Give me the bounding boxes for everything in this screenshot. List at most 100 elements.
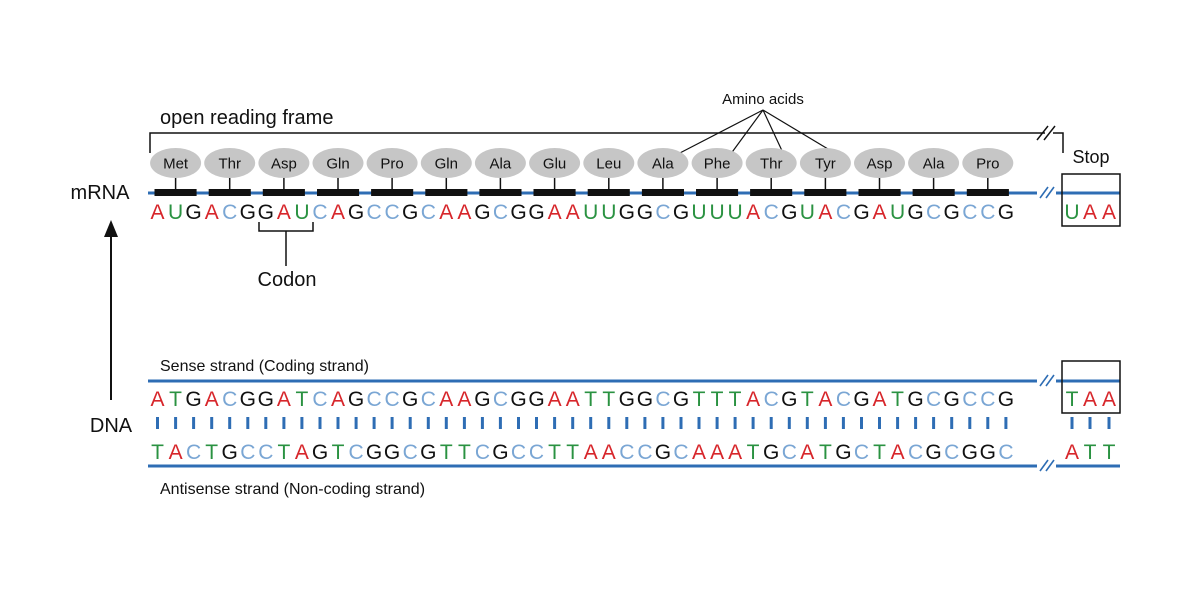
- sense-base: A: [548, 388, 562, 411]
- antisense-strand-label: Antisense strand (Non-coding strand): [160, 481, 425, 498]
- mrna-base: U: [168, 201, 183, 224]
- antisense-base: G: [312, 441, 328, 464]
- sense-base: C: [926, 388, 941, 411]
- antisense-base: G: [222, 441, 238, 464]
- amino-acid-ellipse: [691, 148, 743, 178]
- antisense-base: G: [492, 441, 508, 464]
- antisense-base: A: [710, 441, 724, 464]
- amino-acid-label: Glu: [543, 156, 566, 173]
- sense-base: C: [421, 388, 436, 411]
- amino-acid-label: Ala: [652, 156, 674, 173]
- sense-base: A: [331, 388, 345, 411]
- stop-label: Stop: [1072, 147, 1109, 167]
- mrna-base: G: [402, 201, 418, 224]
- mrna-base: G: [474, 201, 490, 224]
- codon-bar: [696, 189, 739, 196]
- mrna-base: G: [944, 201, 960, 224]
- codon-bar: [533, 189, 576, 196]
- antisense-base: G: [420, 441, 436, 464]
- antisense-base: C: [782, 441, 797, 464]
- antisense-base: T: [458, 441, 471, 464]
- mrna-break-mark: [1039, 186, 1055, 199]
- mrna-base: C: [222, 201, 237, 224]
- sense-base: C: [655, 388, 670, 411]
- sense-base: G: [907, 388, 923, 411]
- sense-base: A: [457, 388, 471, 411]
- antisense-base: T: [566, 441, 579, 464]
- arrow-head-icon: [104, 220, 118, 237]
- sense-base: A: [439, 388, 453, 411]
- orf-label: open reading frame: [160, 107, 333, 129]
- antisense-base: T: [205, 441, 218, 464]
- amino-acid-label: Gln: [435, 156, 458, 173]
- antisense-base: G: [962, 441, 978, 464]
- codon-bracket: [258, 222, 314, 266]
- mrna-base: C: [312, 201, 327, 224]
- sense-base: C: [980, 388, 995, 411]
- mrna-label: mRNA: [71, 182, 131, 204]
- antisense-base: A: [728, 441, 742, 464]
- amino-acid-label: Thr: [218, 156, 241, 173]
- sense-base: T: [693, 388, 706, 411]
- sense-base: T: [295, 388, 308, 411]
- antisense-base: C: [529, 441, 544, 464]
- dna-label: DNA: [90, 415, 133, 437]
- mrna-base: G: [240, 201, 256, 224]
- mrna-base: A: [566, 201, 580, 224]
- amino-acid-ellipse: [420, 148, 472, 178]
- antisense-base: C: [637, 441, 652, 464]
- mrna-base: U: [710, 201, 725, 224]
- stop-codon-box: [1061, 173, 1121, 227]
- sense-base: A: [205, 388, 219, 411]
- antisense-base: G: [835, 441, 851, 464]
- antisense-base: T: [747, 441, 760, 464]
- amino-acid-label: Ala: [490, 156, 512, 173]
- codon-bar: [371, 189, 414, 196]
- antisense-base: T: [819, 441, 832, 464]
- sense-base: G: [944, 388, 960, 411]
- antisense-base: C: [854, 441, 869, 464]
- sense-base: A: [566, 388, 580, 411]
- sense-base: G: [402, 388, 418, 411]
- sense-base: G: [258, 388, 274, 411]
- sense-base: G: [528, 388, 544, 411]
- sense-base: C: [222, 388, 237, 411]
- mrna-base: G: [673, 201, 689, 224]
- sense-base: G: [673, 388, 689, 411]
- base-pair-bonds: [156, 417, 1111, 429]
- mrna-base: A: [277, 201, 291, 224]
- antisense-base: G: [980, 441, 996, 464]
- amino-acid-ellipse: [204, 148, 256, 178]
- mrna-base: A: [746, 201, 760, 224]
- mrna-stop-base: A: [1083, 201, 1097, 224]
- mrna-base: G: [528, 201, 544, 224]
- mrna-base: U: [691, 201, 706, 224]
- mrna-base: G: [619, 201, 635, 224]
- antisense-base: C: [944, 441, 959, 464]
- antisense-base: C: [619, 441, 634, 464]
- amino-acids-pointer: [675, 109, 839, 156]
- mrna-base: A: [872, 201, 886, 224]
- antisense-base: A: [602, 441, 616, 464]
- mrna-stop-base: U: [1064, 201, 1079, 224]
- antisense-base: T: [873, 441, 886, 464]
- codon-bar: [587, 189, 630, 196]
- mrna-base: U: [294, 201, 309, 224]
- antisense-base: T: [332, 441, 345, 464]
- sense-base: A: [746, 388, 760, 411]
- mrna-base: C: [421, 201, 436, 224]
- antisense-base: T: [151, 441, 164, 464]
- antisense-base: C: [240, 441, 255, 464]
- mrna-base: A: [457, 201, 471, 224]
- mrna-base: G: [510, 201, 526, 224]
- sense-base: A: [872, 388, 886, 411]
- antisense-base: C: [998, 441, 1013, 464]
- sense-base: G: [185, 388, 201, 411]
- amino-acid-label: Leu: [596, 156, 621, 173]
- sense-stop-base: A: [1083, 388, 1097, 411]
- antisense-base: A: [800, 441, 814, 464]
- mrna-base: A: [150, 201, 164, 224]
